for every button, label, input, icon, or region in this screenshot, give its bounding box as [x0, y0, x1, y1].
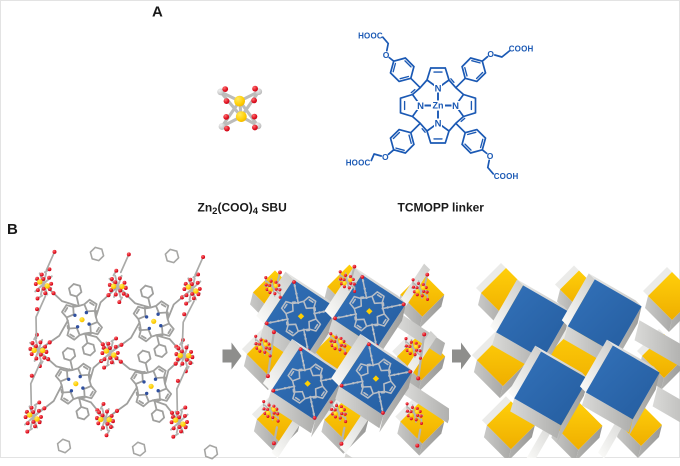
- svg-text:A: A: [152, 4, 163, 21]
- svg-text:N: N: [435, 83, 442, 94]
- svg-text:HOOC: HOOC: [346, 158, 371, 167]
- svg-text:N: N: [417, 101, 424, 112]
- svg-text:O: O: [487, 49, 494, 59]
- svg-text:Zn: Zn: [433, 101, 444, 111]
- svg-text:TCMOPP linker: TCMOPP linker: [398, 201, 485, 215]
- svg-text:COOH: COOH: [509, 45, 534, 54]
- svg-text:HOOC: HOOC: [358, 31, 383, 40]
- svg-text:N: N: [435, 118, 442, 129]
- svg-text:N: N: [452, 101, 459, 112]
- svg-text:O: O: [487, 151, 494, 161]
- svg-text:O: O: [383, 50, 390, 60]
- svg-text:B: B: [7, 221, 18, 238]
- svg-text:O: O: [382, 152, 389, 162]
- svg-text:COOH: COOH: [494, 172, 519, 181]
